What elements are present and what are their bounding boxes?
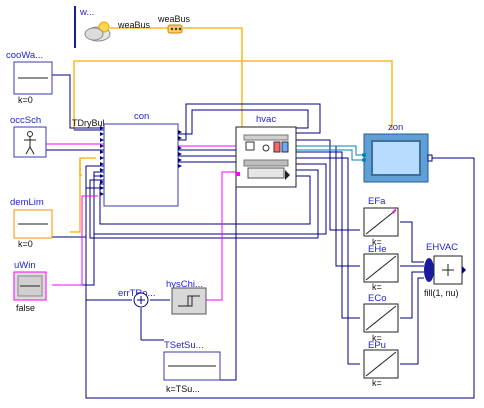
- uwin-param: false: [16, 303, 35, 313]
- con-label: con: [134, 111, 149, 122]
- con-input-label: TDryBul: [72, 118, 105, 128]
- ehea-block[interactable]: EHe k=: [363, 244, 399, 292]
- efan-param: k=: [372, 237, 382, 247]
- fluid-wires: [296, 145, 364, 161]
- tsetsup-block[interactable]: TSetSu... k=TSu...: [163, 340, 221, 394]
- weather-cloud-icon: [84, 21, 111, 42]
- weabus-connector[interactable]: [167, 24, 183, 34]
- efan-label: EFa: [368, 196, 386, 207]
- errtroo-label: errTRo...: [118, 288, 155, 299]
- wires: [46, 27, 475, 399]
- con-block[interactable]: con: [100, 111, 182, 207]
- epum-block[interactable]: EPu k=: [363, 340, 399, 388]
- weabus-label: weaBus: [157, 14, 191, 24]
- hvac-block[interactable]: hvac: [235, 114, 297, 188]
- ehea-param: k=: [372, 282, 382, 292]
- ecoo-label: ECo: [368, 293, 386, 304]
- hyschi-block[interactable]: hysChi...: [166, 279, 207, 315]
- hvac-label: hvac: [256, 114, 276, 125]
- hyschi-label: hysChi...: [166, 279, 203, 290]
- add-icon: [133, 292, 149, 308]
- uwin-block[interactable]: uWin false: [13, 260, 47, 313]
- uwin-label: uWin: [14, 260, 36, 271]
- ehea-label: EHe: [368, 244, 386, 255]
- demlim-block[interactable]: demLim k=0: [10, 197, 53, 249]
- coowat-label: cooWa...: [6, 50, 43, 61]
- coowat-block[interactable]: cooWa... k=0: [6, 50, 53, 105]
- ecoo-block[interactable]: ECo k=: [363, 293, 399, 343]
- ehvac-label: EHVAC: [426, 242, 458, 253]
- person-icon: [24, 131, 36, 155]
- weather-block[interactable]: w...: [74, 6, 111, 48]
- weabus-wire-label: weaBus: [117, 20, 151, 30]
- add-icon: [442, 264, 454, 276]
- occsch-block[interactable]: occSch: [10, 115, 47, 158]
- bus-wires: [70, 27, 393, 233]
- zon-label: zon: [388, 122, 403, 133]
- tsetsup-label: TSetSu...: [164, 340, 204, 351]
- boolean-wires: [46, 143, 236, 301]
- demlim-label: demLim: [10, 197, 44, 208]
- tsetsup-param: k=TSu...: [166, 384, 200, 394]
- zon-block[interactable]: zon: [362, 122, 433, 183]
- weather-label: w...: [79, 7, 94, 18]
- ecoo-param: k=: [372, 333, 382, 343]
- con-output-ports: [178, 130, 182, 168]
- epum-param: k=: [372, 378, 382, 388]
- ehvac-block[interactable]: EHVAC fill(1, nu): [424, 242, 466, 298]
- epum-label: EPu: [368, 340, 386, 351]
- con-input-ports: [100, 126, 104, 196]
- errtroo-block[interactable]: errTRo...: [118, 288, 155, 308]
- ehvac-param: fill(1, nu): [424, 288, 459, 298]
- occsch-label: occSch: [10, 115, 41, 126]
- efan-block[interactable]: EFa k=: [363, 196, 399, 247]
- demlim-param: k=0: [18, 239, 33, 249]
- hysteresis-icon: [178, 295, 200, 307]
- window-icon: [371, 140, 421, 176]
- coowat-param: k=0: [18, 95, 33, 105]
